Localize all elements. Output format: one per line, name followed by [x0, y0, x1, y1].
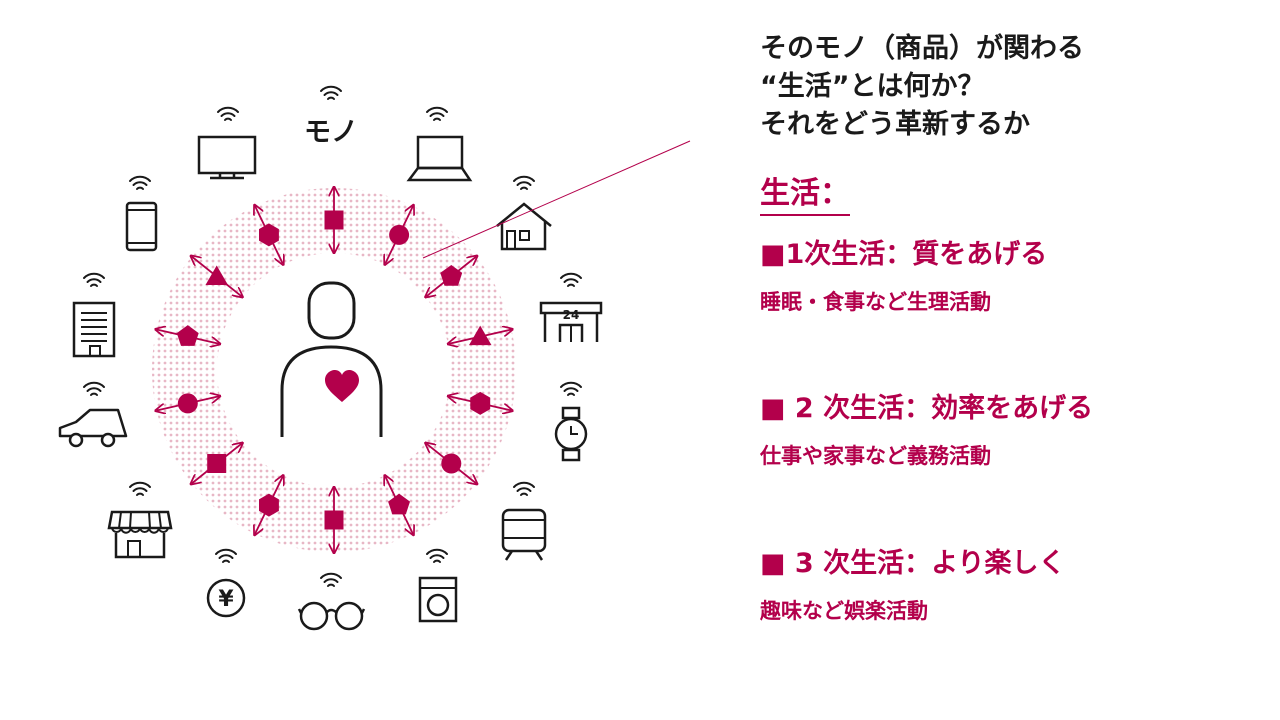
square-marker	[207, 454, 227, 473]
pentagon-marker	[440, 265, 463, 286]
shop-icon	[107, 481, 173, 559]
coin-text: ¥	[218, 587, 234, 612]
washing-machine-icon	[418, 548, 458, 623]
level-2: ■ 2 次生活：効率をあげる 仕事や家事など義務活動	[760, 392, 1093, 470]
store-number: 24	[563, 308, 580, 322]
yen-coin-icon: ¥	[206, 548, 246, 618]
level-1-title: ■1次生活：質をあげる	[760, 239, 1048, 270]
level-3-desc: 趣味など娯楽活動	[760, 599, 928, 623]
circle-marker	[389, 224, 410, 245]
heart-icon	[325, 370, 359, 402]
level-3: ■ 3 次生活：より楽しく 趣味など娯楽活動	[760, 547, 1066, 625]
level-1-desc: 睡眠・食事など生理活動	[760, 290, 991, 314]
office-building-icon	[72, 272, 116, 358]
house-icon	[496, 175, 552, 251]
question-line-3: それをどう革新するか	[760, 109, 1030, 140]
level-2-title: ■ 2 次生活：効率をあげる	[760, 393, 1094, 424]
center-label: モノ	[304, 117, 358, 148]
triangle-marker	[469, 325, 492, 346]
spoke-arrows	[157, 188, 512, 552]
question-line-2: “生活”とは何か？	[760, 71, 985, 102]
circle-marker	[441, 453, 462, 474]
pentagon-marker	[176, 325, 199, 346]
explanation-panel: そのモノ（商品）が関わる “生活”とは何か？ それをどう革新するか 生活： ■1…	[760, 30, 1260, 623]
level-3-title: ■ 3 次生活：より楽しく	[760, 548, 1066, 579]
square-marker	[324, 510, 344, 530]
question-line-1: そのモノ（商品）が関わる	[760, 33, 1084, 64]
hexagon-marker	[470, 391, 491, 415]
square-marker	[324, 210, 344, 230]
tv-icon	[197, 106, 257, 180]
smartphone-icon	[125, 175, 158, 252]
mono-label-group: モノ	[304, 85, 358, 148]
convenience-store-24-icon: 24	[539, 272, 603, 342]
section-title: 生活：	[760, 176, 850, 216]
train-icon	[501, 481, 547, 561]
glasses-icon	[297, 572, 366, 631]
circle-marker	[177, 393, 198, 414]
level-2-desc: 仕事や家事など義務活動	[760, 444, 991, 468]
hexagon-marker	[259, 223, 279, 247]
question-block: そのモノ（商品）が関わる “生活”とは何か？ それをどう革新するか	[760, 30, 1260, 144]
callout-line	[422, 140, 691, 259]
hexagon-marker	[259, 493, 279, 517]
person-figure	[280, 281, 383, 437]
car-icon	[58, 381, 128, 448]
level-1: ■1次生活：質をあげる 睡眠・食事など生理活動	[760, 238, 1047, 316]
wristwatch-icon	[554, 381, 588, 462]
laptop-icon	[406, 106, 473, 182]
pentagon-marker	[388, 493, 410, 515]
triangle-marker	[205, 265, 228, 285]
